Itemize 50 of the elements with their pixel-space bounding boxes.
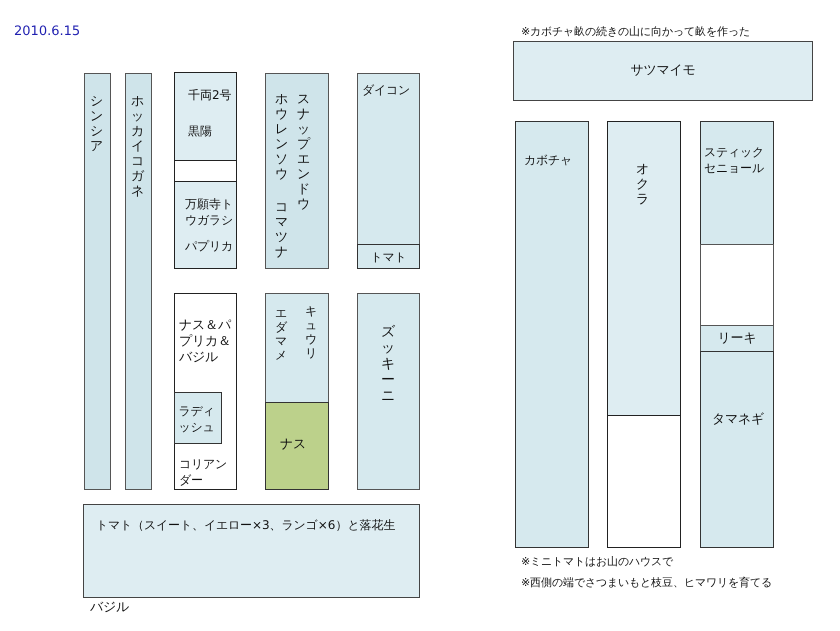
garden-bed (265, 293, 329, 403)
plant-label: スティックセニョール (704, 144, 765, 176)
plant-label: カボチャ (524, 152, 572, 168)
garden-bed (515, 121, 589, 548)
plant-label: バジル (90, 601, 129, 615)
garden-bed (700, 121, 774, 245)
plant-label: オクラ (635, 162, 650, 207)
garden-bed (174, 293, 237, 490)
garden-bed (265, 73, 329, 269)
garden-bed (174, 181, 237, 269)
plant-label: ラディッシュ (178, 402, 216, 434)
plant-label: スナップエンドウ (296, 92, 311, 212)
plant-label: エダマメ (274, 306, 288, 362)
note-text: ※カボチャ畝の続きの山に向かって畝を作った (521, 25, 750, 39)
garden-bed (83, 504, 420, 598)
garden-bed (513, 41, 813, 101)
garden-bed (357, 293, 420, 490)
note-text: ※ミニトマトはお山のハウスで (521, 555, 674, 569)
garden-bed (125, 73, 152, 490)
empty-bed (174, 160, 237, 182)
garden-bed (700, 351, 774, 548)
plant-label: トマト（スイート、イエロー×3、ランゴ×6）と落花生 (96, 517, 396, 533)
plant-label: タマネギ (712, 412, 764, 428)
plant-label: パプリカ (185, 238, 233, 254)
garden-bed (700, 325, 774, 352)
plant-label: リーキ (718, 330, 756, 346)
garden-bed (357, 73, 420, 245)
garden-bed (607, 121, 681, 416)
plant-label: 千両2号 (188, 87, 232, 103)
garden-bed (174, 392, 222, 444)
garden-bed (265, 402, 329, 490)
plant-label: ホウレンソウ (274, 92, 289, 182)
garden-bed (174, 72, 237, 161)
plant-label: ホッカイコガネ (130, 94, 145, 199)
plant-label: ダイコン (362, 82, 410, 98)
plant-label: トマト (370, 248, 406, 264)
plant-label: コリアンダー (179, 456, 228, 488)
plant-label: コマツナ (274, 200, 289, 260)
garden-bed (84, 73, 111, 490)
garden-bed (357, 244, 420, 269)
plant-label: サツマイモ (630, 63, 696, 79)
plant-label: キュウリ (304, 304, 318, 360)
note-text: ※西側の端でさつまいもと枝豆、ヒマワリを育てる (521, 576, 772, 590)
plant-label: シンシア (89, 94, 104, 154)
plant-label: ズッキーニ (380, 324, 396, 404)
plant-label: ナス (280, 437, 306, 453)
date-text: 2010.6.15 (14, 24, 80, 40)
plant-label: ナス＆パプリカ＆バジル (179, 318, 232, 366)
plant-label: 黒陽 (188, 123, 212, 139)
plant-label: 万願寺トウガラシ (185, 196, 233, 228)
